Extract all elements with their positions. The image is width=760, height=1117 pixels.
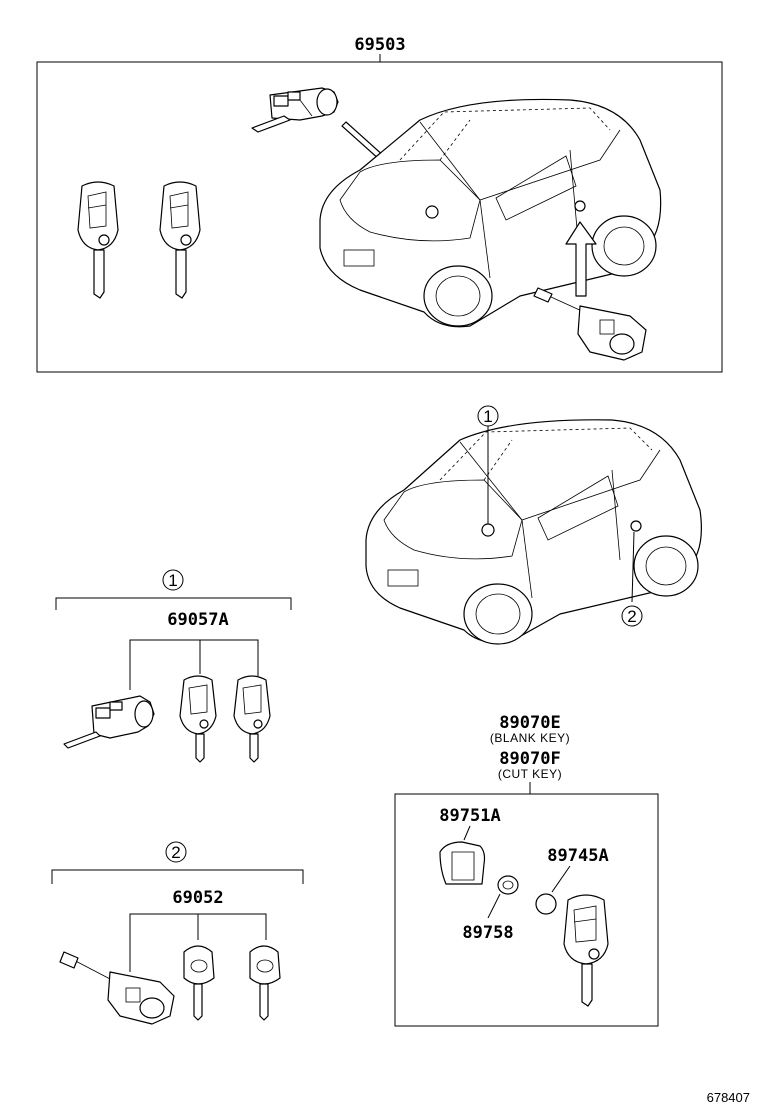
cylinder-set-key-2 — [233, 675, 271, 763]
door-lock-set-part-number[interactable]: 69052 — [172, 888, 223, 908]
figure-id: 678407 — [707, 1090, 750, 1105]
callout-2-label: 2 — [627, 607, 636, 626]
ignition-cylinder-illustration — [251, 87, 339, 133]
key-group: 89070E (BLANK KEY) 89070F (CUT KEY) 8975… — [394, 713, 659, 1027]
blank-key-part-number[interactable]: 89070E — [499, 713, 560, 733]
key-illustration-2 — [159, 181, 201, 299]
door-lock-set-key-1 — [183, 945, 215, 1021]
cut-key-part-number[interactable]: 89070F — [499, 749, 560, 769]
car-illustration-top — [319, 98, 662, 328]
door-lock-set-group: 2 69052 — [51, 841, 304, 1025]
key-illustration-1 — [77, 181, 119, 299]
cylinder-set-group: 1 69057A — [55, 569, 292, 763]
key-group-frame — [394, 793, 659, 1027]
cut-key-note: (CUT KEY) — [498, 767, 562, 781]
door-cylinder-illustration — [533, 287, 647, 361]
top-group: 69503 — [36, 35, 723, 373]
top-group-part-number[interactable]: 69503 — [354, 35, 405, 55]
cylinder-set-key-1 — [179, 675, 217, 763]
cylinder-set-part-number[interactable]: 69057A — [167, 610, 228, 630]
battery-illustration — [535, 893, 557, 915]
car-illustration-main — [365, 419, 702, 645]
key-case-illustration — [439, 841, 486, 885]
cylinder-set-index: 1 — [168, 571, 177, 590]
callout-1-marker: 1 — [477, 405, 499, 427]
cylinder-set-cylinder-illustration — [63, 695, 155, 749]
callout-2-marker: 2 — [621, 605, 643, 627]
battery-part-number[interactable]: 89745A — [547, 846, 608, 866]
top-group-frame — [36, 61, 723, 373]
door-lock-set-key-2 — [249, 945, 281, 1021]
spring-illustration — [497, 875, 519, 895]
spring-part-number[interactable]: 89758 — [462, 923, 513, 943]
key-case-part-number[interactable]: 89751A — [439, 806, 500, 826]
key-group-key-illustration — [563, 894, 609, 1007]
door-lock-set-cylinder-illustration — [59, 951, 175, 1025]
blank-key-note: (BLANK KEY) — [490, 731, 570, 745]
callout-1-label: 1 — [483, 407, 492, 426]
arrow-door — [565, 221, 597, 297]
door-lock-set-index: 2 — [171, 843, 180, 862]
